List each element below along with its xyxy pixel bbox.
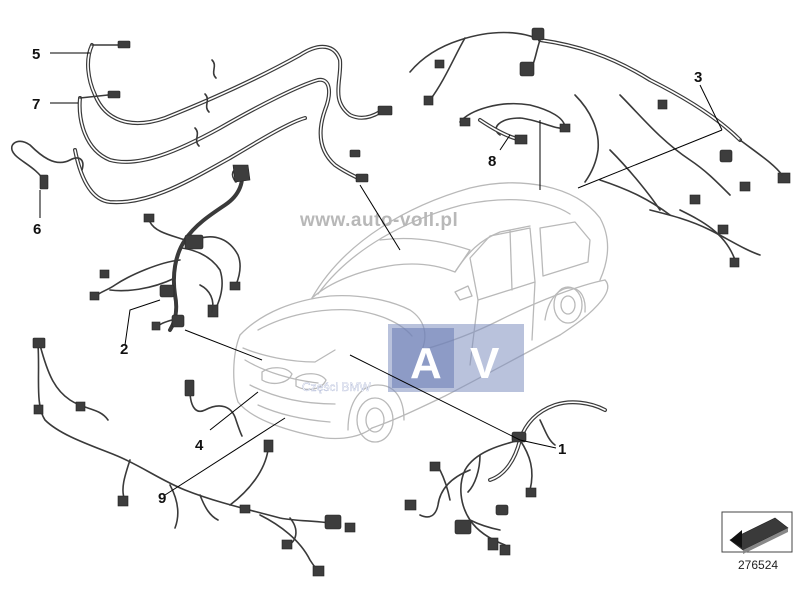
callout-1: 1 xyxy=(558,441,566,458)
harness-4 xyxy=(184,379,243,437)
harness-1 xyxy=(404,400,607,556)
harness-8 xyxy=(459,102,571,145)
reference-number: 276524 xyxy=(738,558,778,572)
callout-3: 3 xyxy=(694,69,702,86)
logo-caption: Części BMW xyxy=(302,380,371,394)
callout-labels: 5 7 6 2 4 9 8 3 1 xyxy=(32,46,702,507)
callout-4: 4 xyxy=(195,437,204,454)
av-logo: A V xyxy=(388,324,524,392)
callout-5: 5 xyxy=(32,46,40,63)
harness-9 xyxy=(32,337,356,577)
callout-8: 8 xyxy=(488,153,496,170)
leader-lines xyxy=(39,52,723,496)
harness-6 xyxy=(10,140,84,190)
watermark-text: www.auto-voll.pl xyxy=(299,210,458,231)
harness-5-7 xyxy=(73,40,393,205)
callout-2: 2 xyxy=(120,341,128,358)
callout-6: 6 xyxy=(33,221,41,238)
harness-3 xyxy=(409,27,791,268)
callout-7: 7 xyxy=(32,96,40,113)
logo-letter-a: A xyxy=(410,339,442,388)
callout-9: 9 xyxy=(158,490,166,507)
car-outline xyxy=(233,182,609,443)
harness-2 xyxy=(89,164,251,332)
arrow-symbol-icon xyxy=(721,511,793,554)
logo-letter-v: V xyxy=(470,339,500,388)
